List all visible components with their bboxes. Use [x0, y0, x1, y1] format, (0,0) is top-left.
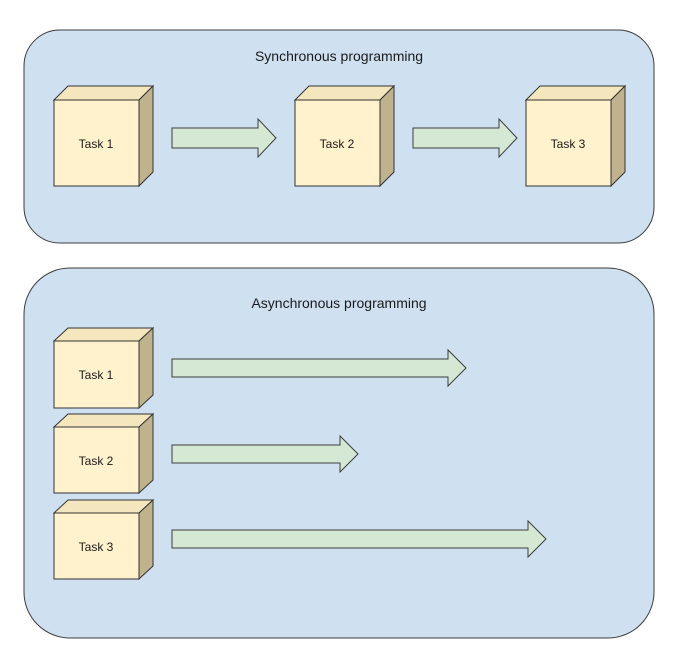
sync-task-3: Task 3	[524, 84, 627, 188]
sync-task-1: Task 1	[52, 84, 155, 188]
sync-task-1-side	[138, 84, 154, 188]
sync-task-2-front	[294, 99, 381, 187]
async-task-3-front	[53, 512, 140, 580]
async-arrow-3	[171, 519, 547, 559]
async-task-2: Task 2	[52, 412, 155, 495]
sync-panel-title: Synchronous programming	[255, 48, 423, 64]
sync-task-3-front	[525, 99, 612, 187]
sync-task-3-label: Task 3	[551, 137, 586, 151]
async-task-1: Task 1	[52, 326, 155, 410]
sync-task-2-label: Task 2	[320, 137, 355, 151]
async-task-1-top	[52, 327, 155, 342]
async-task-1-side	[138, 326, 154, 410]
sync-arrow-1-to-2	[171, 117, 277, 159]
sync-task-1-top	[52, 85, 155, 101]
async-task-1-label: Task 1	[79, 368, 114, 382]
async-task-2-label: Task 2	[79, 454, 114, 468]
async-task-1-front	[53, 340, 140, 409]
async-panel-title: Asynchronous programming	[251, 295, 426, 311]
async-task-3-label: Task 3	[79, 540, 114, 554]
async-arrow-1	[171, 348, 467, 388]
sync-task-3-top	[524, 85, 627, 101]
sync-task-1-label: Task 1	[79, 137, 114, 151]
sync-task-2: Task 2	[293, 84, 396, 188]
sync-task-3-side	[610, 84, 626, 188]
async-task-2-side	[138, 412, 154, 495]
async-task-2-top	[52, 413, 155, 428]
async-panel: Asynchronous programming Task 1 Task 2 T…	[23, 267, 655, 639]
async-task-3-side	[138, 498, 154, 581]
sync-arrow-2-to-3	[412, 117, 518, 159]
sync-task-2-side	[379, 84, 395, 188]
async-task-2-front	[53, 426, 140, 494]
async-arrow-2	[171, 434, 359, 474]
sync-panel: Synchronous programming Task 1 Task 2 Ta…	[23, 29, 655, 244]
async-task-3-top	[52, 499, 155, 514]
sync-task-1-front	[53, 99, 140, 187]
sync-task-2-top	[293, 85, 396, 101]
async-task-3: Task 3	[52, 498, 155, 581]
